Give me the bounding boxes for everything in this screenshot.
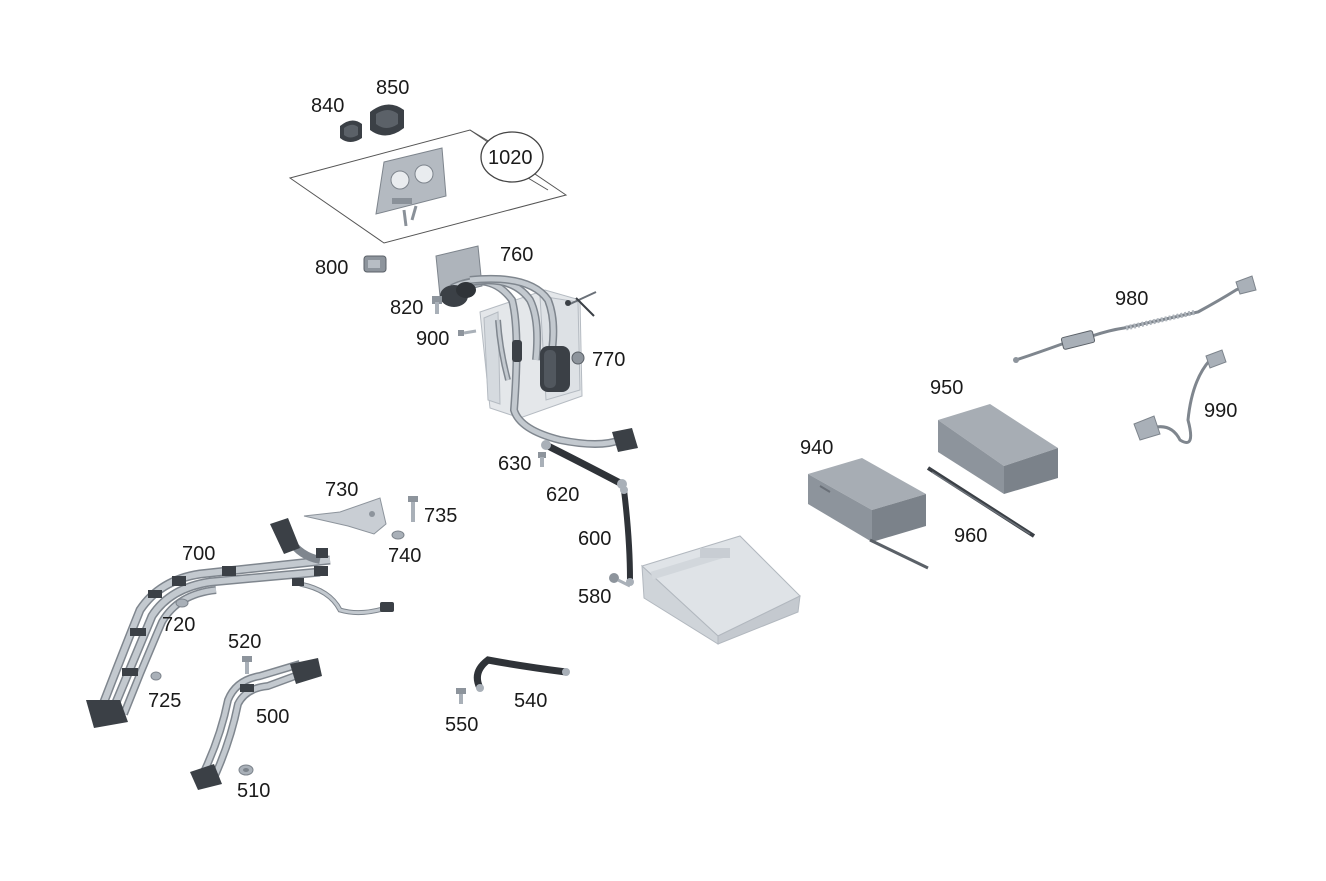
callout-980: 980 (1115, 288, 1148, 310)
clip-725 (150, 671, 162, 681)
bracket-730 (303, 497, 387, 535)
callout-900: 900 (416, 328, 449, 350)
callout-740: 740 (388, 545, 421, 567)
cable-540 (473, 656, 570, 692)
callout-520: 520 (228, 631, 261, 653)
callout-850: 850 (376, 77, 409, 99)
charging-cable-980 (1013, 275, 1257, 363)
bolt-735 (408, 496, 418, 522)
seal-850 (370, 104, 404, 136)
harness-500 (190, 658, 322, 790)
bolt-520 (242, 656, 252, 674)
cable-600 (620, 486, 634, 586)
mounting-plate (375, 147, 447, 227)
callout-800: 800 (315, 257, 348, 279)
callout-990: 990 (1204, 400, 1237, 422)
callout-550: 550 (445, 714, 478, 736)
callout-580: 580 (578, 586, 611, 608)
callout-840: 840 (311, 95, 344, 117)
screw-820 (432, 296, 442, 314)
callout-760: 760 (500, 244, 533, 266)
callout-960: 960 (954, 525, 987, 547)
callout-1020: 1020 (488, 147, 533, 169)
clip-720 (175, 598, 189, 608)
callout-950: 950 (930, 377, 963, 399)
bolt-630 (538, 452, 546, 467)
charging-cable-990 (1133, 349, 1227, 444)
bolt-580 (609, 573, 631, 588)
callout-510: 510 (237, 780, 270, 802)
callout-620: 620 (546, 484, 579, 506)
harness-700 (86, 518, 394, 728)
nut-510 (238, 764, 254, 776)
callout-600: 600 (578, 528, 611, 550)
callout-700: 700 (182, 543, 215, 565)
callout-630: 630 (498, 453, 531, 475)
callout-940: 940 (800, 437, 833, 459)
kit-1020-frame (288, 129, 568, 244)
strap-960 (926, 466, 1036, 538)
kit-1020-ellipse (480, 131, 544, 183)
charger-unit (641, 535, 801, 645)
bolt-550 (456, 688, 466, 704)
nut-740 (391, 530, 405, 540)
callout-770: 770 (592, 349, 625, 371)
callout-730: 730 (325, 479, 358, 501)
callout-500: 500 (256, 706, 289, 728)
seal-840 (340, 120, 362, 142)
nut-770 (571, 351, 585, 365)
battery-box-940 (808, 458, 929, 570)
callout-725: 725 (148, 690, 181, 712)
screw-900 (458, 329, 477, 336)
callout-820: 820 (390, 297, 423, 319)
cable-620 (541, 440, 627, 489)
callout-540: 540 (514, 690, 547, 712)
connector-800 (363, 255, 387, 273)
battery-box-950 (938, 404, 1058, 494)
callout-720: 720 (162, 614, 195, 636)
callout-735: 735 (424, 505, 457, 527)
harness-760 (435, 245, 638, 452)
